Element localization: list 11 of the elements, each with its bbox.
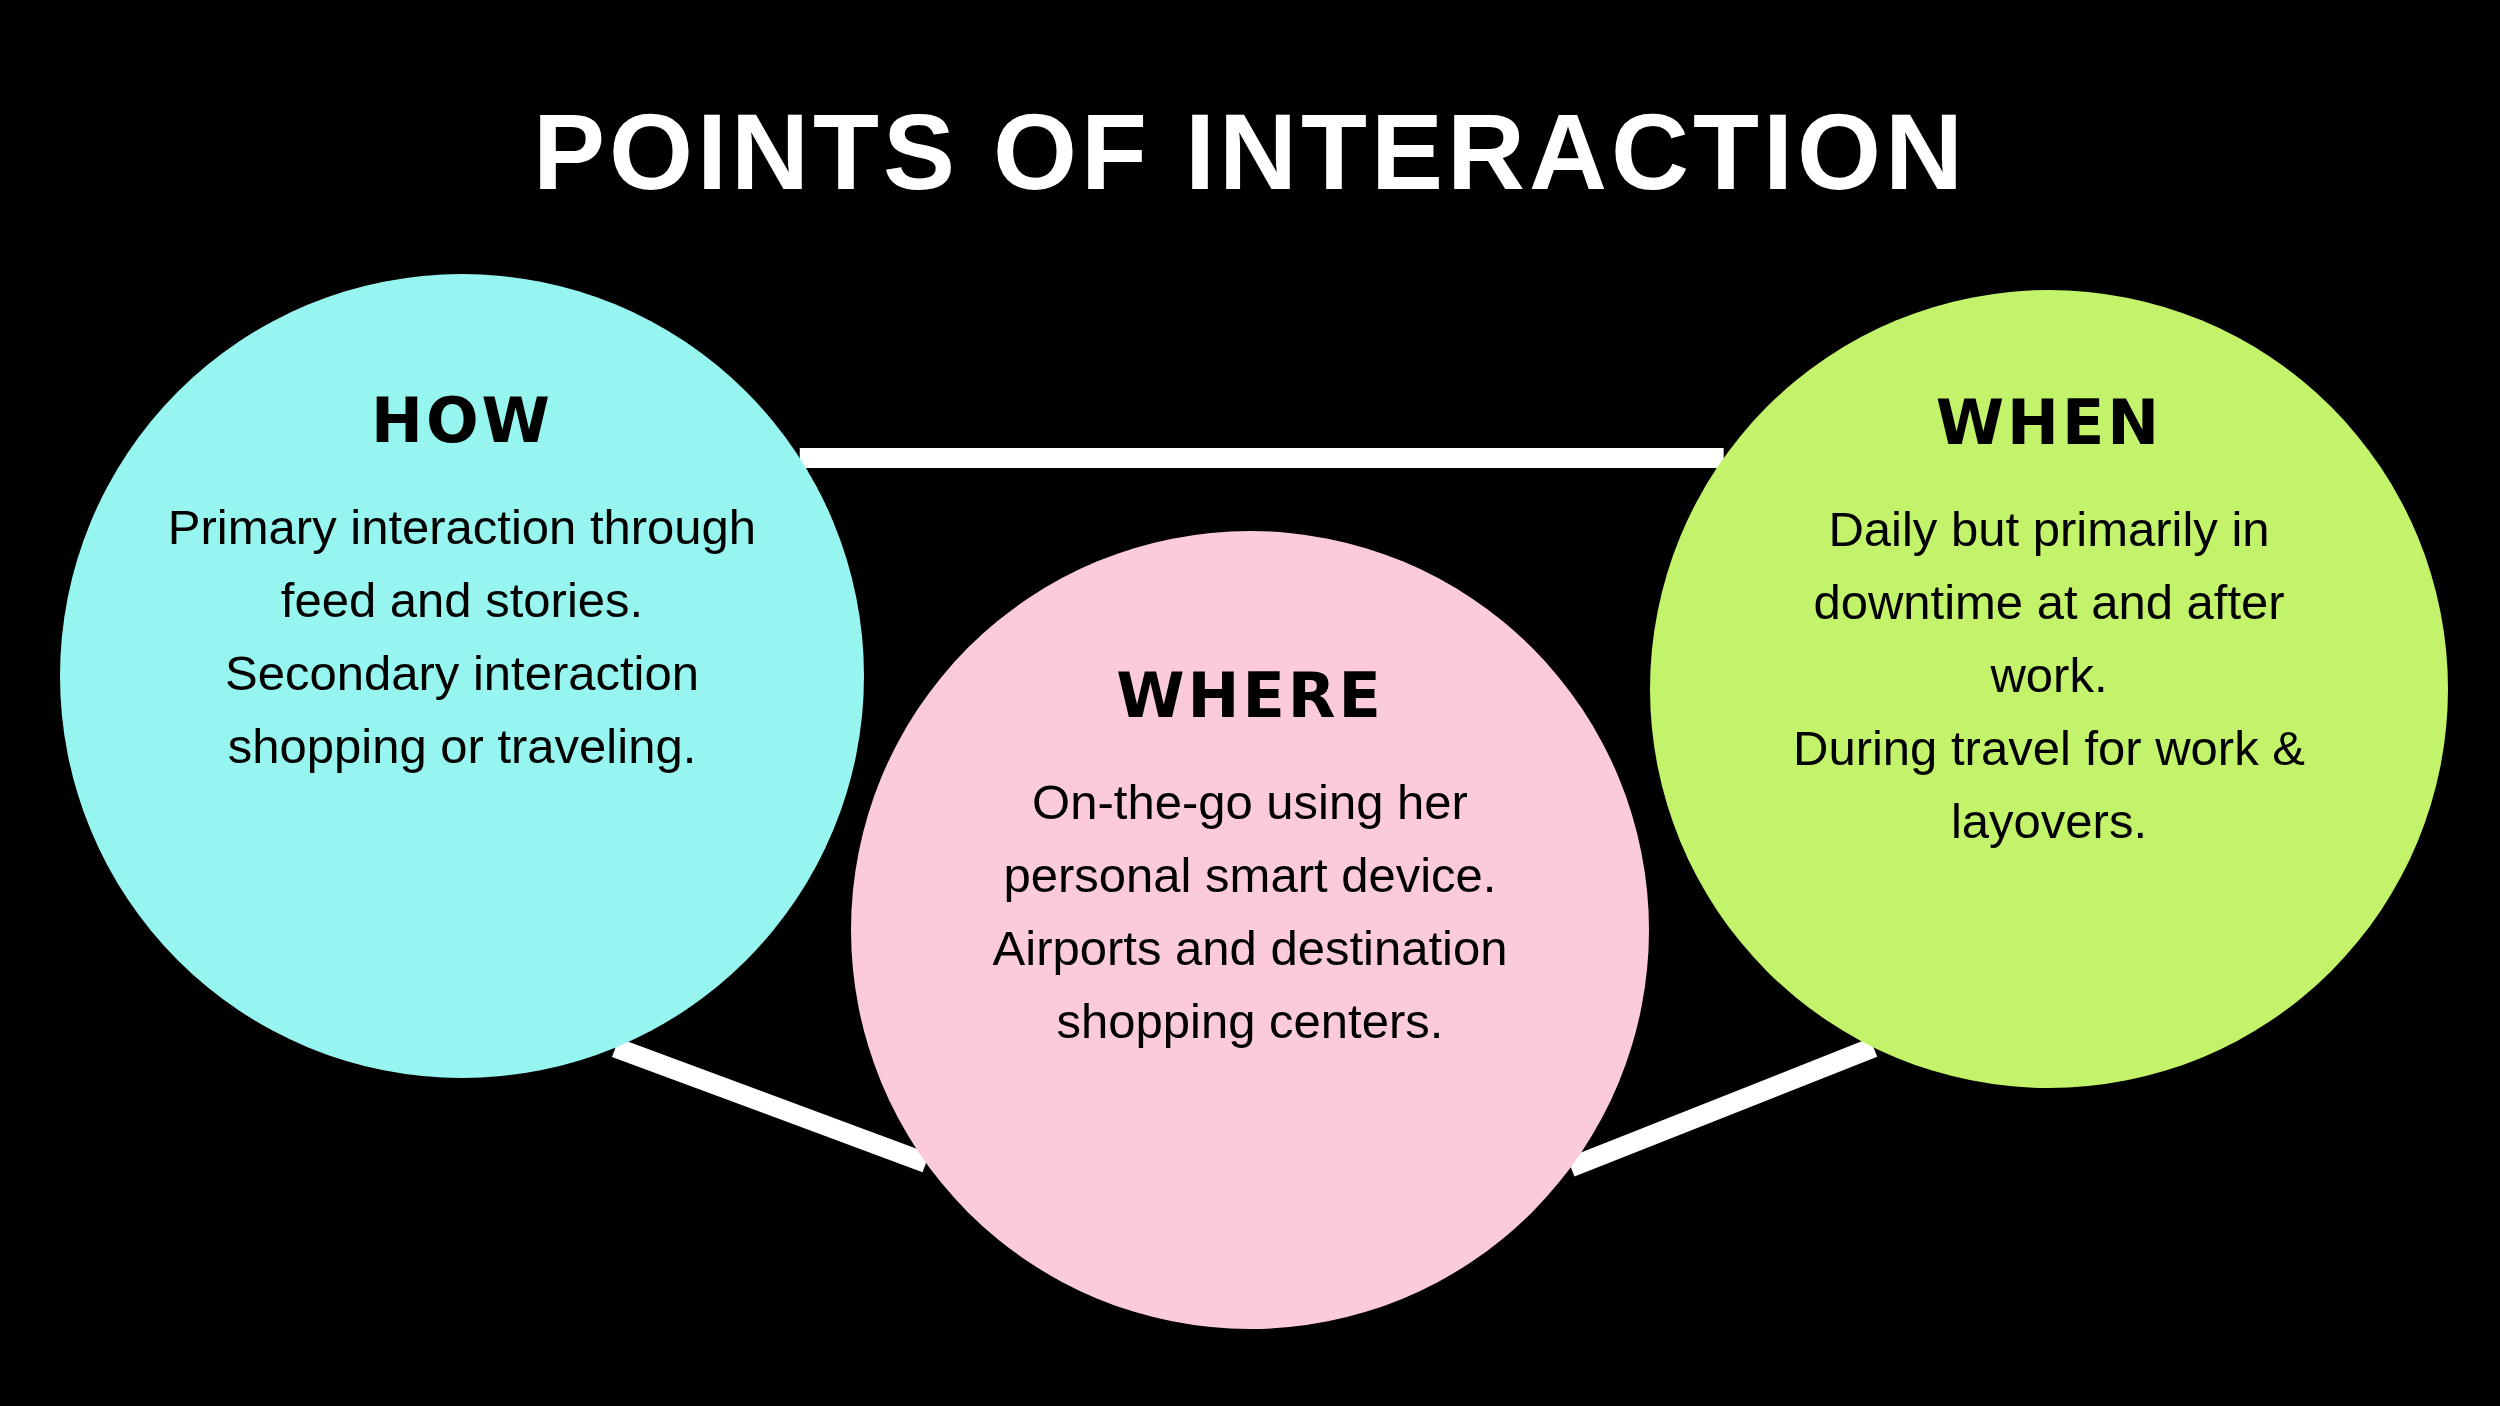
node-text: Daily but primarily in downtime at and after work. xyxy=(1812,501,2286,704)
node-text: On-the-go using her personal smart device. xyxy=(1002,774,1498,904)
connector-line xyxy=(799,448,1724,468)
node-text: Airports and destination shopping centers. xyxy=(991,920,1509,1050)
node-text: Primary interaction through feed and stories. xyxy=(166,499,758,629)
title: POINTS OF INTERACTION xyxy=(532,100,1968,204)
node-heading: HOW xyxy=(371,384,553,457)
node-heading: WHEN xyxy=(1935,386,2163,459)
node-heading: WHERE xyxy=(1116,659,1384,732)
node-text: Secondary interaction shopping or traveling. xyxy=(224,645,700,775)
node-text: During travel for work & layovers. xyxy=(1792,720,2306,850)
